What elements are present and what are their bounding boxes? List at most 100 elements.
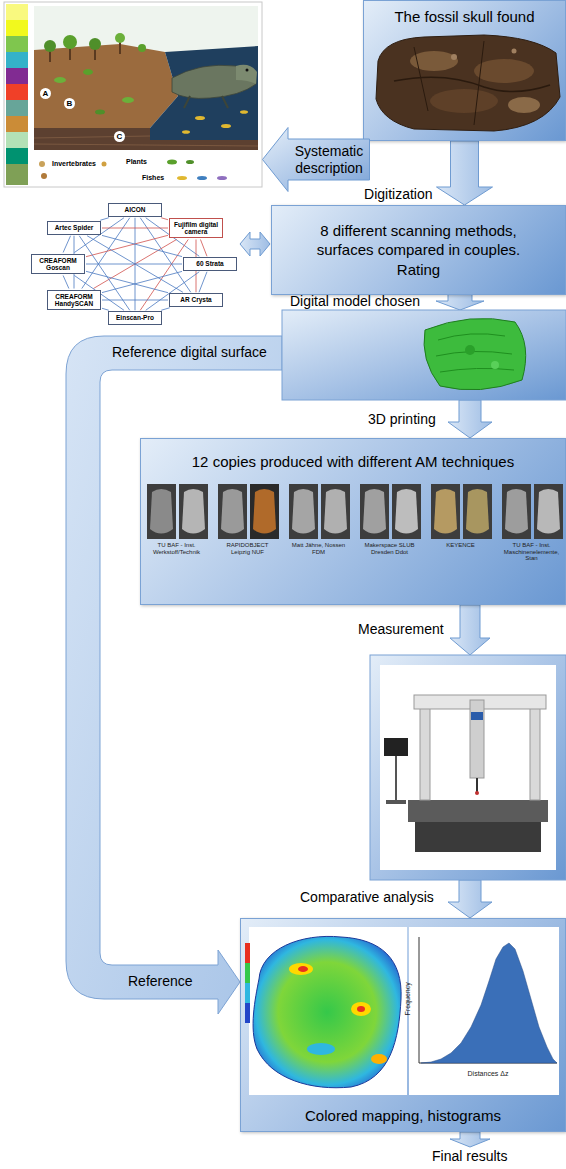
printed-copies-part [360,484,389,539]
text-area: 8 different scanning methods, surfaces c… [272,206,565,294]
fossil-photo-part [512,49,517,54]
landscape-part [34,44,178,128]
scanner-name: Artec Spider [50,224,98,231]
comparison-line [199,272,207,293]
scanner-box: CREAFORM Goscan [31,254,85,275]
panel-letter: C [114,131,125,142]
comparison-line [200,239,207,256]
comparison-line [87,236,183,293]
deviation-map-and-histogram-part [351,1002,371,1016]
deviation-map-and-histogram-part [245,943,250,1023]
printed-copies-part-part [392,484,421,539]
comparison-line [63,275,69,288]
printed-copies-part-part [431,484,460,539]
cmm-machine-panel-part [415,822,541,852]
comparison-line [161,218,168,220]
flow-label: Digital model chosen [290,294,420,309]
landscape-part [236,65,257,84]
flow-label: Reference digital surface [112,345,267,360]
fossil-photo-part [394,77,550,91]
time-scale-part [6,84,28,100]
printed-copies-part [289,484,318,539]
axis-label: Frequency [404,979,412,1019]
block-arrow [437,141,493,205]
legend-icons-part [41,173,47,179]
printed-copies-part-part [221,489,244,534]
comparison-line [63,236,70,253]
panel-letter: B [64,98,75,109]
printed-copies-part-part [360,484,389,539]
time-scale-part [6,4,28,20]
comparison-line [102,235,182,256]
process-box: Colored mapping, histograms [240,918,566,1132]
cmm-machine-panel-part [530,705,540,800]
copy-caption: TU BAF - Inst. Maschinenelemente, Stan [501,542,562,562]
landscape-part [222,96,228,108]
printed-copies-part-part [534,484,563,539]
printed-copies-part [431,484,460,539]
time-scale-part [6,68,28,84]
copy-caption: Matt Jähne, Nossen FDM [288,542,349,555]
process-box: The fossil skull found [363,0,566,141]
legend-heading: Invertebrates [52,160,96,168]
landscape-part [34,128,258,150]
landscape-part [95,110,105,115]
time-scale-part [6,52,28,68]
landscape-part [115,33,125,43]
cmm-machine-panel-part [370,655,566,880]
scanner-name: CREAFORM HandySCAN [50,293,98,308]
printed-copies-part-part [502,484,531,539]
flow-arrows-part [450,1132,490,1147]
deviation-map-and-histogram-part [249,927,407,1095]
digital-model-panel-part [465,345,475,355]
comparison-line [102,228,168,229]
text-area: Systematic description [289,139,369,180]
copy-caption: Makerspace SLUB Dresden Ddot [359,542,420,555]
scanner-name: Einscan-Pro [111,314,159,321]
fossil-photo-part [451,54,457,60]
flow-arrows-part [240,232,270,256]
paleo-illustration-part [4,2,262,187]
text-area: CREAFORM Goscan [32,255,84,274]
landscape-part [195,116,205,120]
printed-copies-part [392,484,421,539]
landscape-part [246,69,249,72]
digital-model-panel [282,310,566,400]
printed-copies-part-part [150,489,173,534]
landscape-part [54,77,66,83]
scanner-name: 60 Strata [186,260,234,267]
time-scale-part [6,36,28,52]
deviation-map-and-histogram-part [245,963,250,983]
legend-heading: Fishes [142,174,164,182]
time-scale-part [6,116,28,132]
flow-label: Final results [432,1149,507,1164]
digital-model-panel-part [424,318,526,389]
cmm-machine-panel-part [420,705,430,800]
printed-copies-part-part [289,484,318,539]
digital-model-panel-part [491,361,499,369]
deviation-map-and-histogram-part [371,1054,387,1064]
deviation-map-and-histogram-part [245,983,250,1003]
comparison-line [100,218,109,221]
comparison-line [86,235,168,256]
arrow-shape: Systematic description [262,127,370,192]
paleo-illustration [4,2,262,187]
landscape-part [44,40,56,52]
deviation-map-and-histogram-part [421,943,557,1063]
landscape-part [150,46,258,140]
flow-arrows-part [448,400,492,438]
axis-label: Distances Δz [452,1070,524,1078]
printed-copies-part-part [253,489,276,534]
deviation-map-and-histogram-part [357,1006,365,1012]
time-scale-part [6,148,28,164]
text-area: Fujifilm digital camera [170,219,222,238]
cmm-machine-panel-part [471,712,483,720]
printed-copies-part-part [537,489,560,534]
landscape-part [172,65,256,98]
scanner-box: 60 Strata [183,257,237,270]
landscape-part [138,44,146,52]
text-area: CREAFORM HandySCAN [48,291,100,310]
flow-label: 3D printing [368,412,436,427]
